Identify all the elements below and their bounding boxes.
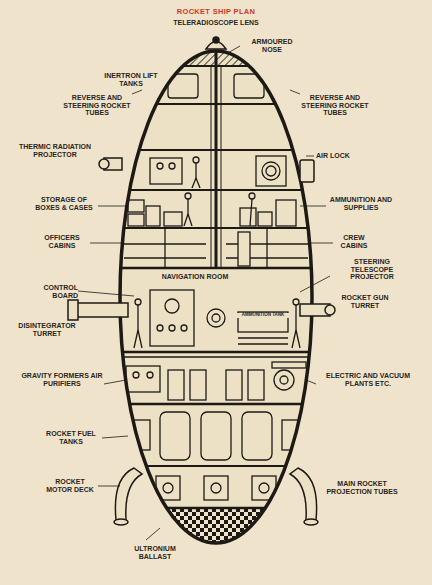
part-label: CONTROL BOARD	[18, 284, 78, 299]
part-label: TELERADIOSCOPE LENS	[166, 19, 266, 27]
part-label: ROCKET GUN TURRET	[334, 294, 396, 309]
part-label: ROCKET MOTOR DECK	[42, 478, 98, 493]
part-label: ULTRONIUM BALLAST	[120, 545, 190, 560]
part-label: CREW CABINS	[334, 234, 374, 249]
title: ROCKET SHIP PLAN	[0, 7, 432, 16]
part-label: THERMIC RADIATION PROJECTOR	[8, 143, 102, 158]
part-label: REVERSE AND STEERING ROCKET TUBES	[62, 94, 132, 117]
part-label: GRAVITY FORMERS AIR PURIFIERS	[20, 372, 104, 387]
part-label: STORAGE OF BOXES & CASES	[30, 196, 98, 211]
part-label: AMMUNITION TANK	[236, 313, 290, 318]
hull-outline	[120, 51, 312, 543]
leader-lines	[78, 46, 333, 540]
hull-ground	[120, 51, 312, 543]
part-label: ELECTRIC AND VACUUM PLANTS ETC.	[318, 372, 418, 387]
part-label: AIR LOCK	[316, 152, 356, 160]
part-label: ROCKET FUEL TANKS	[40, 430, 102, 445]
hull-interior	[110, 40, 322, 553]
part-label: NAVIGATION ROOM	[150, 273, 240, 281]
part-label: OFFICERS CABINS	[34, 234, 90, 249]
part-label: INERTRON LIFT TANKS	[98, 72, 164, 87]
part-label: DISINTEGRATOR TURRET	[18, 322, 76, 337]
part-label: AMMUNITION AND SUPPLIES	[326, 196, 396, 211]
part-label: REVERSE AND STEERING ROCKET TUBES	[300, 94, 370, 117]
part-label: STEERING TELESCOPE PROJECTOR	[332, 258, 412, 281]
part-label: MAIN ROCKET PROJECTION TUBES	[322, 480, 402, 495]
part-label: ARMOURED NOSE	[242, 38, 302, 53]
